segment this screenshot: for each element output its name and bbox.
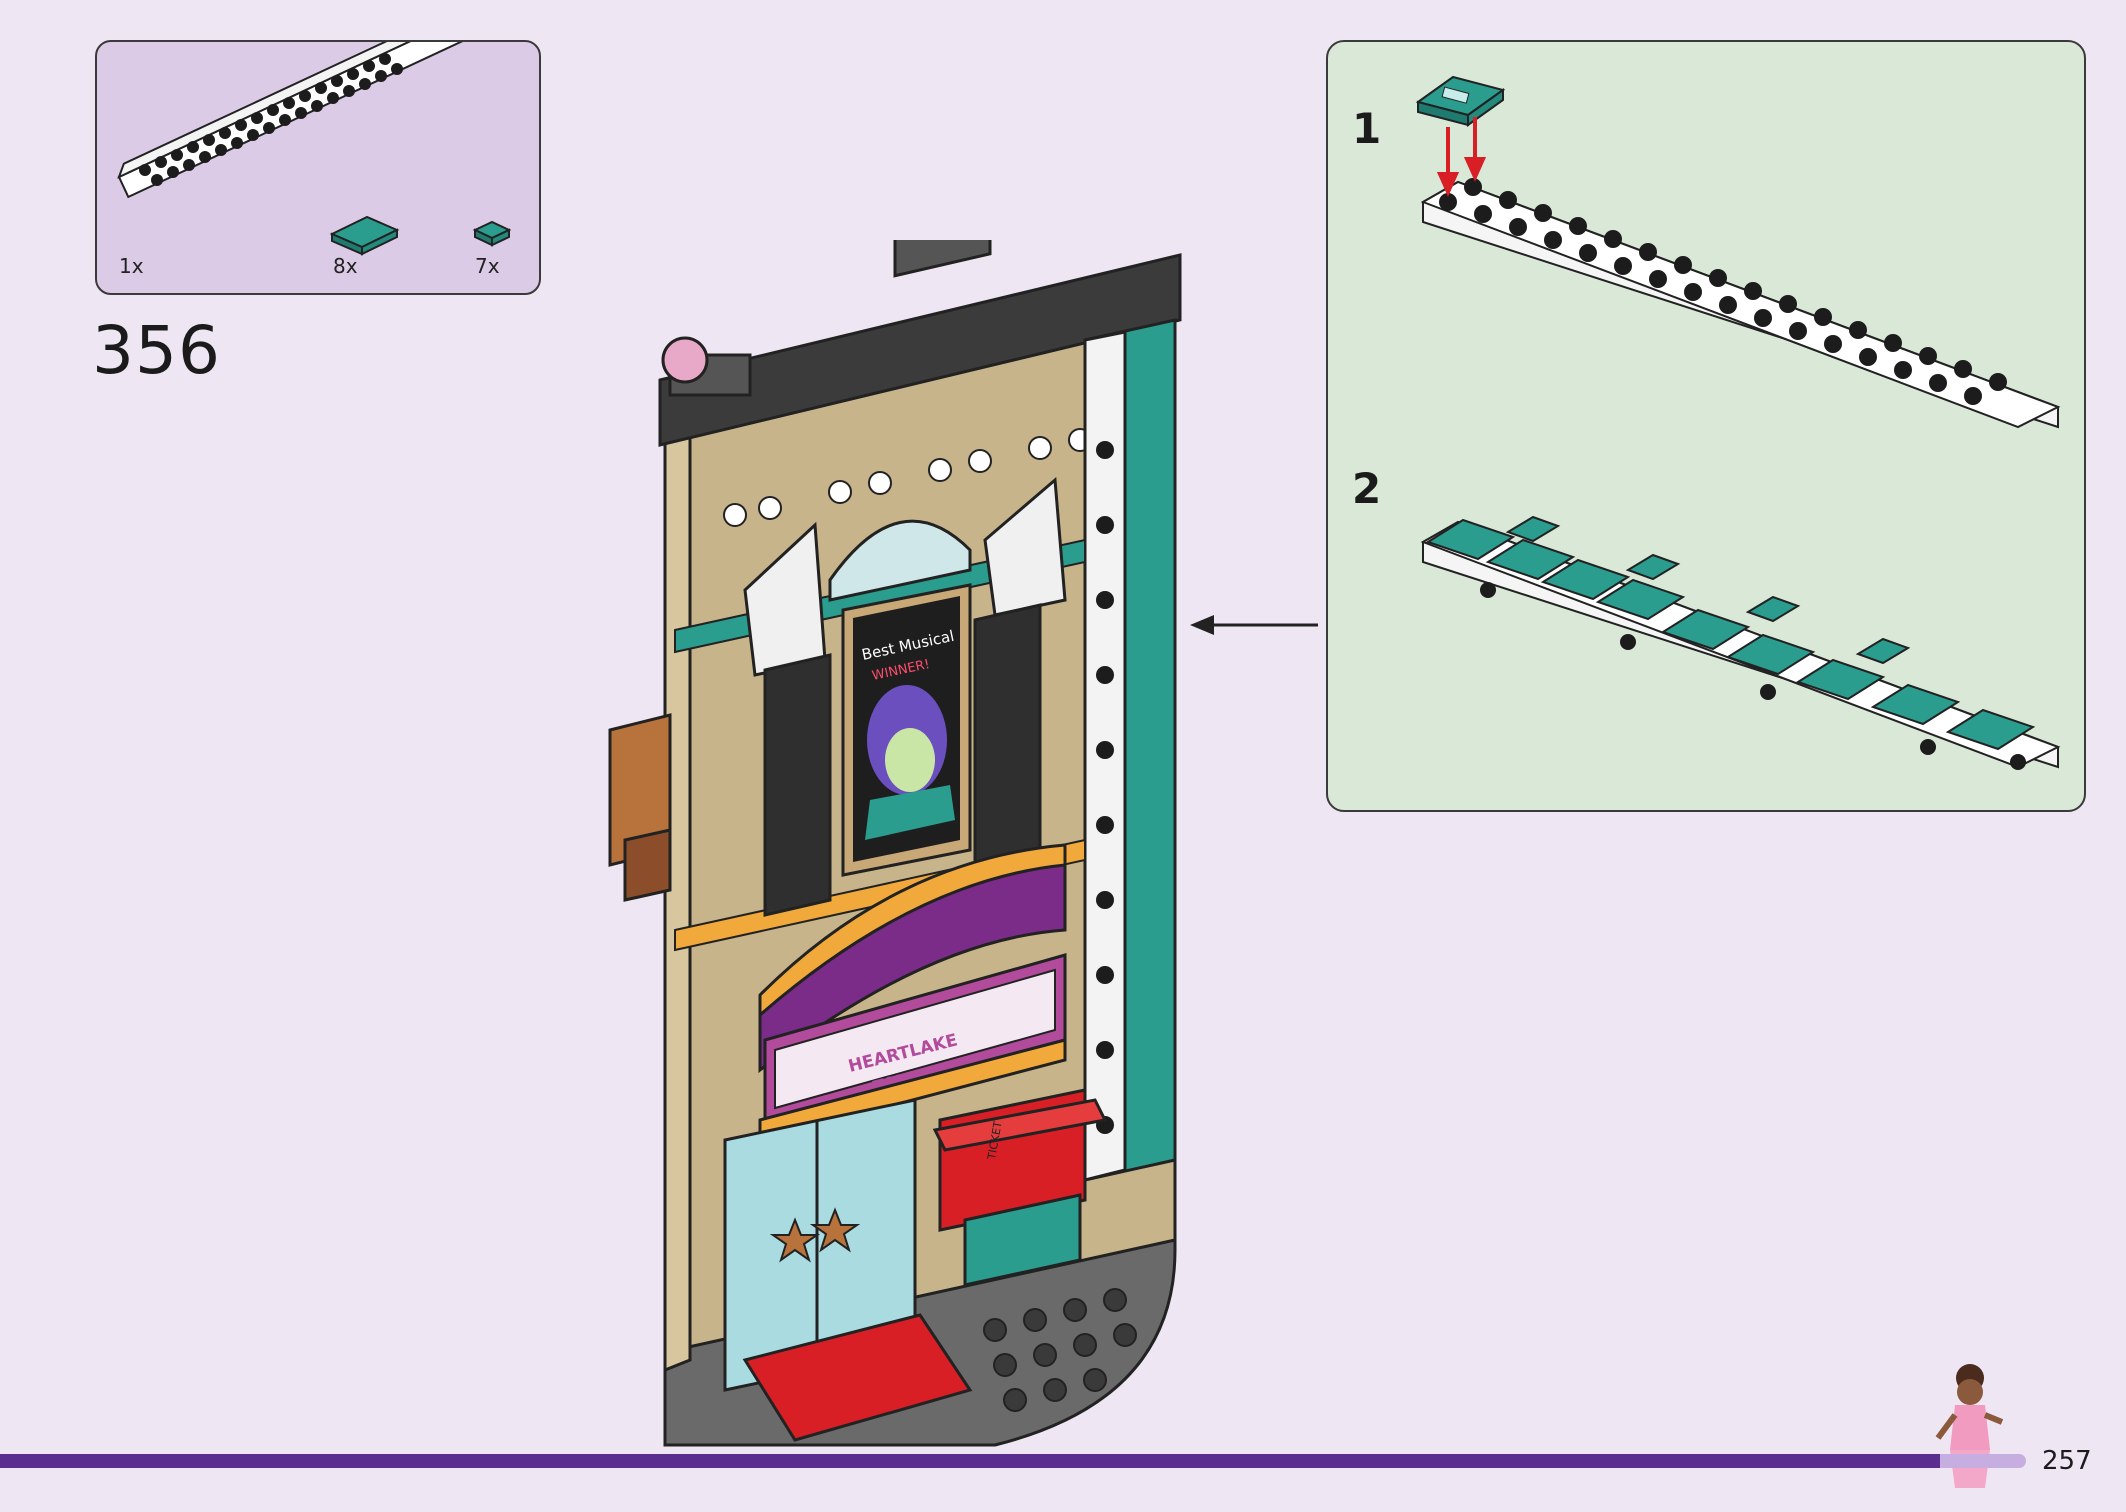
best-musical-poster: Best Musical WINNER! xyxy=(841,583,972,877)
substep-1-label: 1 xyxy=(1352,104,1382,153)
qty-plate: 1x xyxy=(119,254,144,278)
marquee-sign: HEARTLAKE TALES xyxy=(763,953,1067,1122)
page-number: 257 xyxy=(2042,1446,2092,1476)
base-studs xyxy=(983,1288,1137,1412)
teal-tile-1x2-icon xyxy=(329,215,400,256)
qty-tile-1x1: 7x xyxy=(475,254,500,278)
minifigure-icon xyxy=(1935,1364,2004,1488)
substep-2-studs xyxy=(1480,582,2026,770)
substep-1-plate xyxy=(1420,178,2061,429)
theater-model-illustration: Best Musical WINNER! HEARTLAKE TALES TIC… xyxy=(608,240,1182,1447)
progress-bar-end xyxy=(1940,1454,2026,1468)
pointer-arrow xyxy=(1190,615,1318,635)
left-curtain xyxy=(763,653,832,917)
substep-2-label: 2 xyxy=(1352,464,1382,513)
plate-studs xyxy=(139,53,403,186)
right-curtain xyxy=(973,603,1042,872)
teal-tile-1x1-icon xyxy=(472,220,512,247)
parts-illustration xyxy=(117,42,512,256)
subassembly-box: 1 2 xyxy=(1326,40,2086,812)
pink-light xyxy=(661,336,709,384)
subassembly-illustration xyxy=(1415,75,2061,770)
parts-list-box: 1x 8x 7x xyxy=(95,40,541,295)
star-decorations xyxy=(769,1207,861,1263)
substep-2-tiles xyxy=(1425,515,2036,751)
cornice xyxy=(658,253,1182,447)
progress-bar xyxy=(0,1454,1960,1468)
step-number: 356 xyxy=(92,312,221,389)
substep-1-tile xyxy=(1415,75,1506,127)
red-carpet xyxy=(742,1313,973,1442)
insert-arrows-icon xyxy=(1436,117,1487,197)
qty-tile-1x2: 8x xyxy=(333,254,358,278)
